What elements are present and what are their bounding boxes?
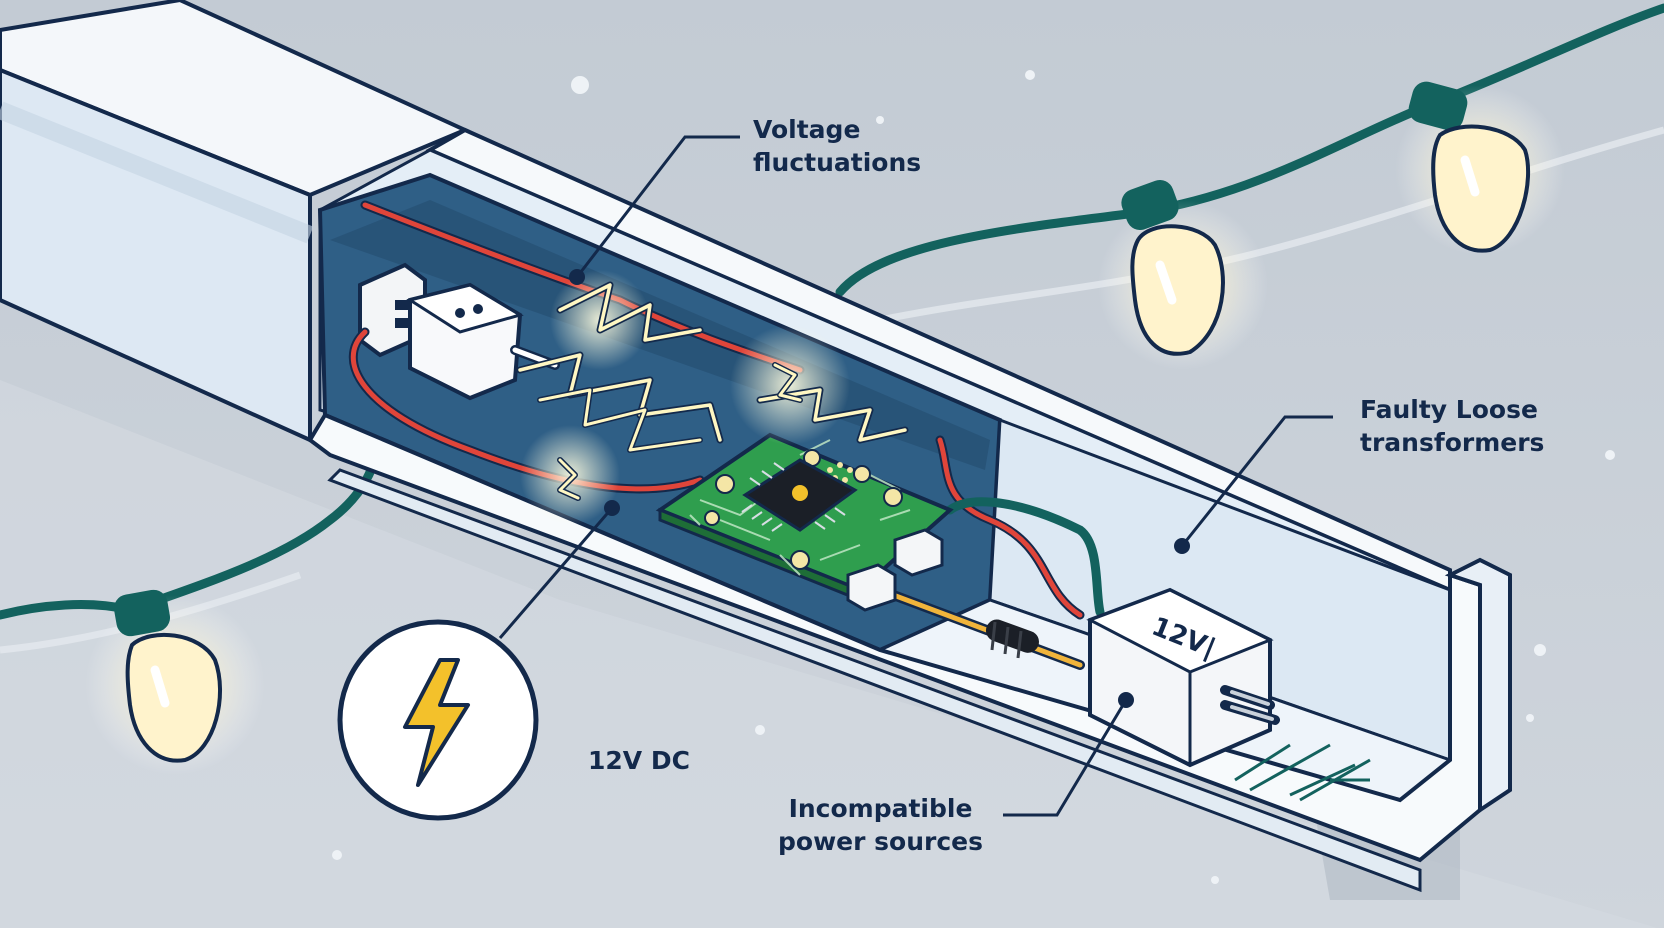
callout-incompatible-line1: Incompatible — [788, 794, 973, 823]
callout-lines — [498, 135, 1333, 817]
pcb-connectors — [846, 528, 944, 612]
callout-dots — [569, 269, 1190, 708]
callout-transformers-line2: transformers — [1360, 428, 1545, 457]
dc-voltage-label: 12V DC — [588, 746, 690, 775]
string-lights-right — [835, 3, 1664, 370]
callout-transformers-line1: Faulty Loose — [1360, 395, 1538, 424]
snow-dots — [75, 70, 1615, 884]
light-bulb-icon — [1408, 81, 1530, 253]
voltage-sparks — [516, 281, 909, 501]
connector-block — [406, 282, 560, 401]
transformer-12v: 12V| — [1086, 587, 1280, 768]
callout-voltage-fluctuations: Voltage fluctuations — [753, 113, 921, 179]
resistor — [985, 619, 1039, 659]
callout-faulty-transformers: Faulty Loose transformers — [1360, 393, 1544, 459]
callout-voltage-line1: Voltage — [753, 115, 861, 144]
string-lights-left — [0, 435, 385, 775]
lightning-bolt-icon — [337, 619, 539, 821]
floor-markings — [1234, 743, 1371, 802]
light-bulb-icon — [1121, 179, 1225, 356]
light-bulb-icon — [113, 589, 223, 763]
callout-incompatible-line2: power sources — [778, 827, 983, 856]
callout-voltage-line2: fluctuations — [753, 148, 922, 177]
microchip-icon — [741, 458, 858, 532]
callout-incompatible-power: Incompatible power sources — [778, 792, 983, 858]
